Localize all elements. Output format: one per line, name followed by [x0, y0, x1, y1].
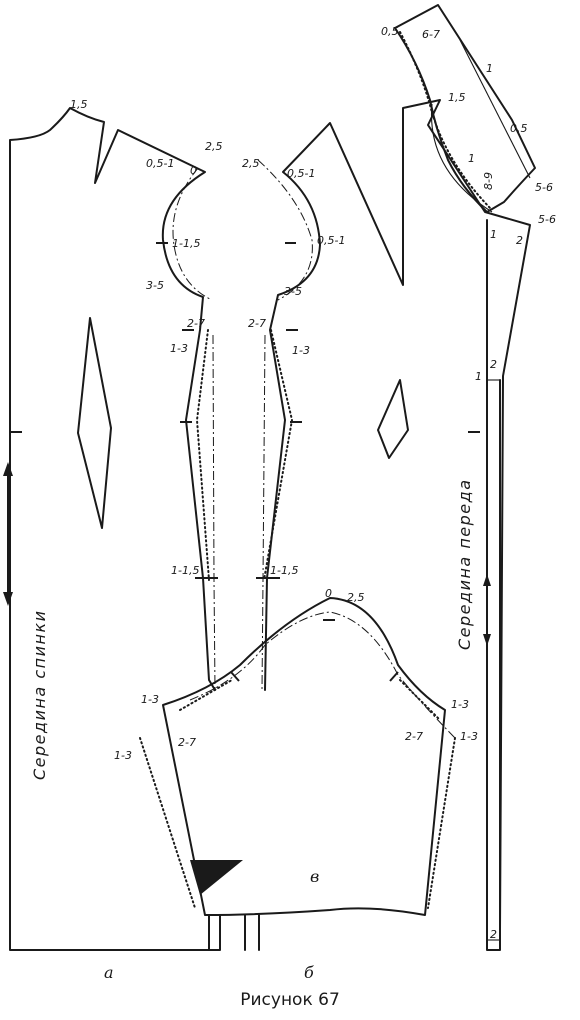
label-front-side-1: 2-7: [248, 317, 266, 330]
back-armhole-alt: [172, 167, 213, 301]
label-back-shoulder: 2,5: [205, 140, 223, 153]
label-front-center-2: 1: [475, 370, 482, 383]
label-sleeve-l2: 2-7: [178, 736, 196, 749]
arrow-head-icon: [3, 462, 13, 476]
label-front-center-3: 2: [490, 928, 497, 941]
sleeve-left-dotted: [139, 737, 196, 909]
panel-label-b: б: [304, 963, 314, 982]
label-back-neck: 1,5: [70, 98, 88, 111]
label-front-armhole-2: 3-5: [284, 285, 302, 298]
front-center-label: Середина переда: [455, 479, 474, 651]
front-dart: [377, 379, 409, 459]
arrow-head-icon: [3, 592, 13, 606]
label-sleeve-r1: 1-3: [451, 698, 469, 711]
sleeve-outline: [162, 597, 446, 916]
sleeve-piece: [139, 597, 456, 951]
sleeve-notch-marker: [190, 860, 243, 895]
label-back-armhole-2: 3-5: [146, 279, 164, 292]
label-yoke-4: 1,5: [448, 91, 466, 104]
label-back-dart-b: 0: [190, 164, 197, 177]
label-back-armhole-1: 1-1,5: [172, 237, 200, 250]
label-front-armhole-1: 0,5-1: [317, 234, 345, 247]
back-dart: [77, 317, 112, 529]
label-yoke-5: 0,5: [510, 122, 528, 135]
label-yoke-11: 2: [516, 234, 523, 247]
label-front-shoulder-b: 0,5-1: [287, 167, 315, 180]
label-front-center-1: 2: [490, 358, 497, 371]
sleeve-cap-alt: [189, 611, 456, 739]
yoke-grainline: [459, 39, 531, 179]
back-side-dashdot: [212, 334, 216, 691]
panel-label-a: а: [104, 963, 114, 982]
label-front-side-2: 1-3: [292, 344, 310, 357]
front-side-dashdot: [261, 334, 266, 691]
label-yoke-9: 5-6: [538, 213, 556, 226]
front-armhole-alt: [257, 159, 313, 301]
yoke-inner-curve: [430, 103, 493, 213]
label-yoke-6: 1: [468, 152, 475, 165]
sleeve-wrist-tab: [208, 914, 260, 951]
label-sleeve-r2: 2-7: [405, 730, 423, 743]
label-back-side-2: 1-3: [170, 342, 188, 355]
yoke-piece: [394, 4, 536, 213]
sleeve-cap-dotted: [179, 679, 441, 721]
label-sleeve-l3: 1-3: [114, 749, 132, 762]
figure-caption: Рисунок 67: [240, 990, 340, 1010]
panel-label-v: в: [310, 867, 319, 886]
label-back-waist: 1-1,5: [171, 564, 199, 577]
front-outline: [258, 99, 531, 951]
sleeve-tick: [389, 671, 399, 682]
back-piece: [3, 107, 221, 951]
label-yoke-2: 6-7: [422, 28, 440, 41]
back-outline: [9, 107, 221, 951]
front-piece: [256, 99, 531, 951]
measurement-labels: 1,5 2,5 0,5-1 0 1-1,5 3-5 2-7 1-3 1-1,5 …: [70, 25, 556, 941]
label-yoke-7: 8-9: [482, 172, 495, 190]
label-yoke-8: 5-6: [535, 181, 553, 194]
facing-outline: [486, 219, 501, 951]
label-sleeve-r3: 1-3: [460, 730, 478, 743]
label-front-shoulder-a: 2,5: [242, 157, 260, 170]
front-facing: [486, 219, 501, 951]
label-back-side-1: 2-7: [187, 317, 205, 330]
front-side-dotted: [263, 329, 294, 581]
label-yoke-10: 1: [490, 228, 497, 241]
label-back-dart-a: 0,5-1: [146, 157, 174, 170]
label-yoke-1: 0,5: [381, 25, 399, 38]
label-sleeve-l1: 1-3: [141, 693, 159, 706]
label-sleeve-top-2: 2,5: [347, 591, 365, 604]
sleeve-right-dotted: [427, 737, 456, 909]
back-side-dotted: [195, 329, 210, 581]
label-sleeve-top-1: 0: [325, 587, 332, 600]
yoke-outline: [394, 4, 536, 213]
back-center-label: Середина спинки: [30, 609, 49, 780]
label-yoke-3: 1: [486, 62, 493, 75]
label-front-waist: 1-1,5: [270, 564, 298, 577]
sleeve-tick: [230, 671, 240, 682]
